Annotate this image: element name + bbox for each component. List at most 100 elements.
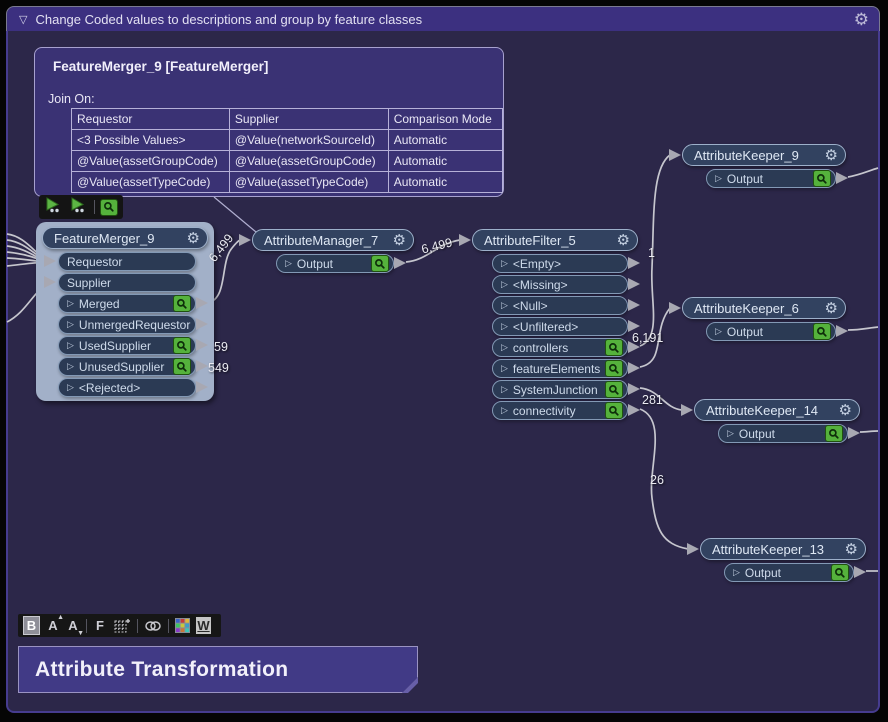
input-arrow-icon: [459, 233, 471, 246]
port-output[interactable]: ▷Output: [718, 424, 848, 443]
port-unusedsupplier[interactable]: ▷UnusedSupplier: [58, 357, 196, 376]
port-supplier[interactable]: Supplier: [58, 273, 196, 292]
inspect-icon[interactable]: [825, 425, 843, 442]
font-increase-button[interactable]: A▲: [48, 614, 64, 633]
connect-matching-output-button[interactable]: [69, 196, 89, 218]
output-arrow-icon: [836, 325, 848, 337]
inspect-icon[interactable]: [173, 295, 191, 312]
port-label: controllers: [512, 340, 569, 355]
port-requestor[interactable]: Requestor: [58, 252, 196, 271]
node-title: AttributeFilter_5: [484, 232, 576, 248]
output-arrow-icon: [628, 278, 640, 290]
port-featureelements[interactable]: ▷featureElements: [492, 359, 628, 378]
feature-count-label: 6,191: [632, 331, 664, 345]
transformer-node-attributekeeper_13[interactable]: AttributeKeeper_13⚙: [700, 538, 866, 560]
annotation-format-toolbar: B A▲A▼ F W: [18, 614, 221, 637]
transformer-summary-annotation[interactable]: FeatureMerger_9 [FeatureMerger] Join On:…: [34, 47, 504, 197]
port-label: UsedSupplier: [78, 338, 151, 353]
collapse-icon[interactable]: ▽: [19, 13, 28, 26]
input-arrow-icon: [681, 403, 693, 416]
output-arrow-icon: [196, 297, 208, 309]
inspect-icon[interactable]: [813, 323, 831, 340]
port-unmergedrequestor[interactable]: ▷UnmergedRequestor: [58, 315, 196, 334]
gear-icon[interactable]: ⚙: [392, 231, 406, 249]
inspect-icon[interactable]: [605, 360, 623, 377]
gear-icon[interactable]: ⚙: [824, 299, 838, 317]
font-decrease-button[interactable]: A▼: [68, 618, 84, 637]
gear-icon[interactable]: ⚙: [186, 229, 200, 247]
tooltip-table-cell: @Value(assetTypeCode): [71, 171, 230, 193]
tooltip-table-cell: Supplier: [228, 108, 389, 130]
gear-icon[interactable]: ⚙: [616, 231, 630, 249]
port-controllers[interactable]: ▷controllers: [492, 338, 628, 357]
tooltip-table-cell: Requestor: [71, 108, 230, 130]
up-triangle-icon: ▲: [57, 614, 64, 621]
transformer-node-attributekeeper_14[interactable]: AttributeKeeper_14⚙: [694, 399, 860, 421]
port-missing[interactable]: ▷<Missing>: [492, 275, 628, 294]
output-arrow-icon: [628, 257, 640, 269]
inspect-icon[interactable]: [173, 337, 191, 354]
port-empty[interactable]: ▷<Empty>: [492, 254, 628, 273]
node-title: FeatureMerger_9: [54, 230, 155, 246]
output-arrow-icon: [848, 427, 860, 439]
transformer-node-attributekeeper_6[interactable]: AttributeKeeper_6⚙: [682, 297, 846, 319]
watermark-button[interactable]: W: [196, 617, 211, 634]
inspect-icon[interactable]: [605, 381, 623, 398]
port-merged[interactable]: ▷Merged: [58, 294, 196, 313]
port-systemjunction[interactable]: ▷SystemJunction: [492, 380, 628, 399]
port-triangle-icon: ▷: [501, 321, 508, 331]
input-arrow-icon: [687, 542, 699, 555]
bold-button[interactable]: B: [23, 616, 40, 635]
port-usedsupplier[interactable]: ▷UsedSupplier: [58, 336, 196, 355]
gear-icon[interactable]: ⚙: [844, 540, 858, 558]
output-arrow-icon: [628, 341, 640, 353]
transformer-node-attributemanager_7[interactable]: AttributeManager_7⚙: [252, 229, 414, 251]
input-arrow-icon: [44, 255, 56, 267]
inspect-icon[interactable]: [605, 339, 623, 356]
feature-count-label: 549: [208, 361, 229, 375]
port-triangle-icon: ▷: [727, 428, 734, 438]
toolbar-separator: [137, 618, 138, 633]
bookmark-annotation[interactable]: Attribute Transformation: [18, 646, 418, 693]
output-arrow-icon: [394, 257, 406, 269]
connect-matching-input-button[interactable]: [44, 196, 64, 218]
tooltip-table-cell: <3 Possible Values>: [71, 129, 230, 151]
gear-icon[interactable]: ⚙: [838, 401, 852, 419]
gear-icon[interactable]: ⚙: [853, 9, 869, 29]
port-triangle-icon: ▷: [67, 382, 74, 392]
tooltip-table-cell: Automatic: [387, 171, 504, 193]
transformer-node-attributefilter_5[interactable]: AttributeFilter_5 ⚙: [472, 229, 638, 251]
gear-icon[interactable]: ⚙: [824, 146, 838, 164]
port-output[interactable]: ▷Output: [276, 254, 394, 273]
output-arrow-icon: [196, 381, 208, 393]
port-label: UnmergedRequestor: [78, 317, 191, 332]
inspect-icon[interactable]: [831, 564, 849, 581]
node-title: AttributeKeeper_9: [694, 147, 799, 163]
port-triangle-icon: ▷: [501, 405, 508, 415]
font-button[interactable]: F: [96, 618, 104, 633]
port-null[interactable]: ▷<Null>: [492, 296, 628, 315]
grid-snap-button[interactable]: [113, 617, 131, 634]
transformer-node-featuremerger_9[interactable]: FeatureMerger_9 ⚙: [42, 227, 208, 249]
port-output[interactable]: ▷Output: [706, 169, 836, 188]
port-rejected[interactable]: ▷ <Rejected>: [58, 378, 196, 397]
port-output[interactable]: ▷Output: [724, 563, 854, 582]
port-label: Output: [726, 171, 763, 186]
inspect-icon[interactable]: [605, 402, 623, 419]
link-button[interactable]: [144, 617, 162, 634]
bookmark-titlebar[interactable]: ▽ Change Coded values to descriptions an…: [6, 6, 880, 31]
inspect-icon[interactable]: [173, 358, 191, 375]
inspect-icon[interactable]: [371, 255, 389, 272]
port-output[interactable]: ▷Output: [706, 322, 836, 341]
feature-count-label: 281: [642, 393, 663, 407]
port-connectivity[interactable]: ▷connectivity: [492, 401, 628, 420]
tooltip-table-cell: Automatic: [387, 129, 504, 151]
port-label: <Unfiltered>: [512, 319, 579, 334]
port-triangle-icon: ▷: [501, 279, 508, 289]
inspect-icon[interactable]: [813, 170, 831, 187]
inspect-button[interactable]: [100, 198, 118, 216]
port-unfiltered[interactable]: ▷ <Unfiltered>: [492, 317, 628, 336]
color-palette-button[interactable]: [175, 617, 190, 634]
port-label: <Rejected>: [78, 380, 141, 395]
transformer-node-attributekeeper_9[interactable]: AttributeKeeper_9 ⚙: [682, 144, 846, 166]
